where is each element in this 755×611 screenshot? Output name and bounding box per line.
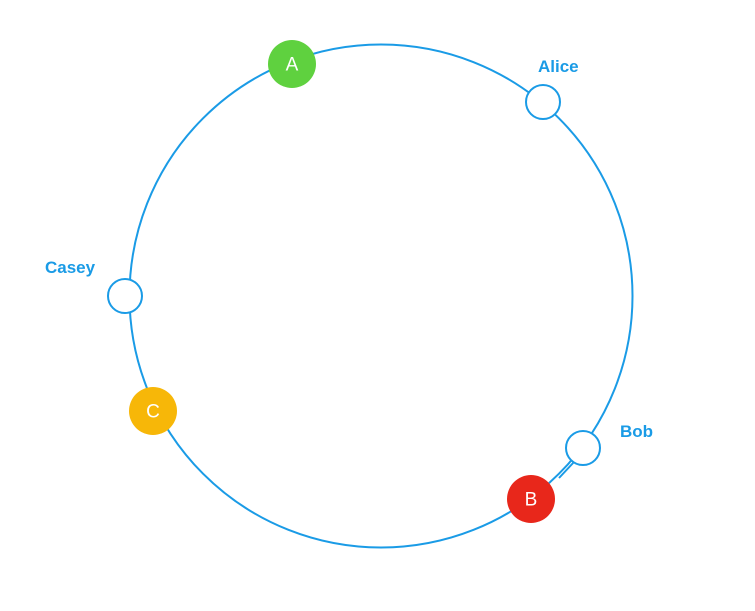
bob-to-b-connector	[558, 461, 575, 479]
server-node-a-label: A	[286, 55, 299, 76]
user-node-casey-circle	[107, 278, 143, 314]
user-label-bob: Bob	[620, 422, 653, 441]
hash-ring	[128, 43, 634, 549]
server-node-c-circle	[129, 387, 177, 435]
server-node-a-circle	[268, 40, 316, 88]
user-label-casey: Casey	[45, 258, 96, 277]
server-node-b-circle	[507, 475, 555, 523]
server-node-c[interactable]: C	[129, 387, 177, 435]
server-node-b[interactable]: B	[507, 475, 555, 523]
user-node-bob-circle	[565, 430, 601, 466]
user-label-alice: Alice	[538, 57, 579, 76]
server-node-c-label: C	[146, 402, 160, 423]
user-node-casey[interactable]	[107, 278, 143, 314]
server-node-b-label: B	[525, 490, 538, 511]
user-node-alice[interactable]	[525, 84, 561, 120]
user-node-bob[interactable]	[565, 430, 601, 466]
server-node-a[interactable]: A	[268, 40, 316, 88]
user-node-alice-circle	[525, 84, 561, 120]
